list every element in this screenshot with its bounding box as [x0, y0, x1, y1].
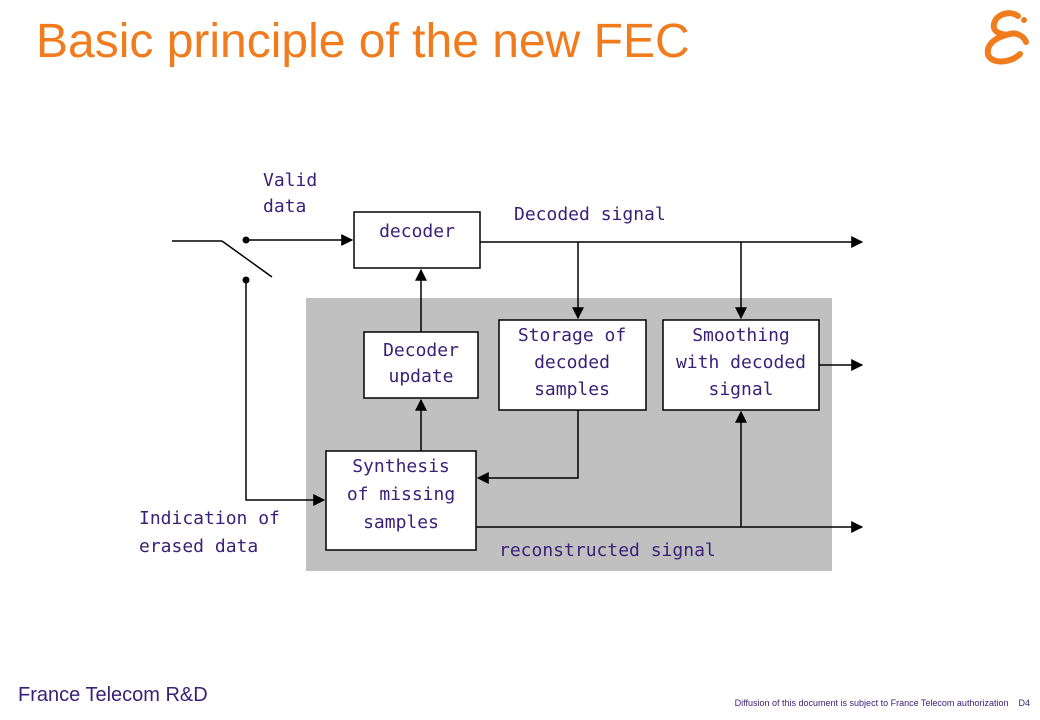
page-number: D4 — [1018, 698, 1030, 708]
footer-notice-text: Diffusion of this document is subject to… — [734, 698, 1009, 708]
synthesis-box — [325, 450, 477, 551]
decoder-update-box — [363, 331, 479, 399]
decoder-update-label-1: Decoder — [383, 340, 459, 361]
decoder-label: decoder — [379, 221, 455, 242]
slide-title: Basic principle of the new FEC — [36, 15, 690, 68]
company-logo — [984, 10, 1029, 65]
storage-label-1: Storage of — [518, 325, 626, 346]
decoder-update-label-2: update — [388, 366, 453, 387]
indication-label-2: erased data — [139, 536, 258, 557]
storage-label-3: samples — [534, 379, 610, 400]
storage-to-synthesis-arrow — [476, 410, 579, 484]
erased-data-arrow — [245, 280, 326, 506]
valid-data-label-2: data — [263, 196, 306, 217]
smoothing-label-1: Smoothing — [692, 325, 790, 346]
decoded-signal-label: Decoded signal — [514, 204, 666, 225]
indication-label-1: Indication of — [139, 508, 280, 529]
footer-organization: France Telecom R&D — [18, 684, 208, 706]
smoothing-label-2: with decoded — [676, 352, 806, 373]
footer-notice: Diffusion of this document is subject to… — [735, 698, 1030, 708]
synthesis-label-3: samples — [363, 512, 439, 533]
synthesis-label-2: of missing — [347, 484, 455, 505]
decoder-box — [353, 211, 481, 269]
valid-data-label-1: Valid — [263, 170, 317, 191]
smoothing-label-3: signal — [708, 379, 773, 400]
reconstructed-signal-label: reconstructed signal — [499, 540, 716, 561]
synthesis-label-1: Synthesis — [352, 456, 450, 477]
switch-arm — [221, 240, 273, 278]
storage-label-2: decoded — [534, 352, 610, 373]
storage-box — [498, 319, 647, 411]
